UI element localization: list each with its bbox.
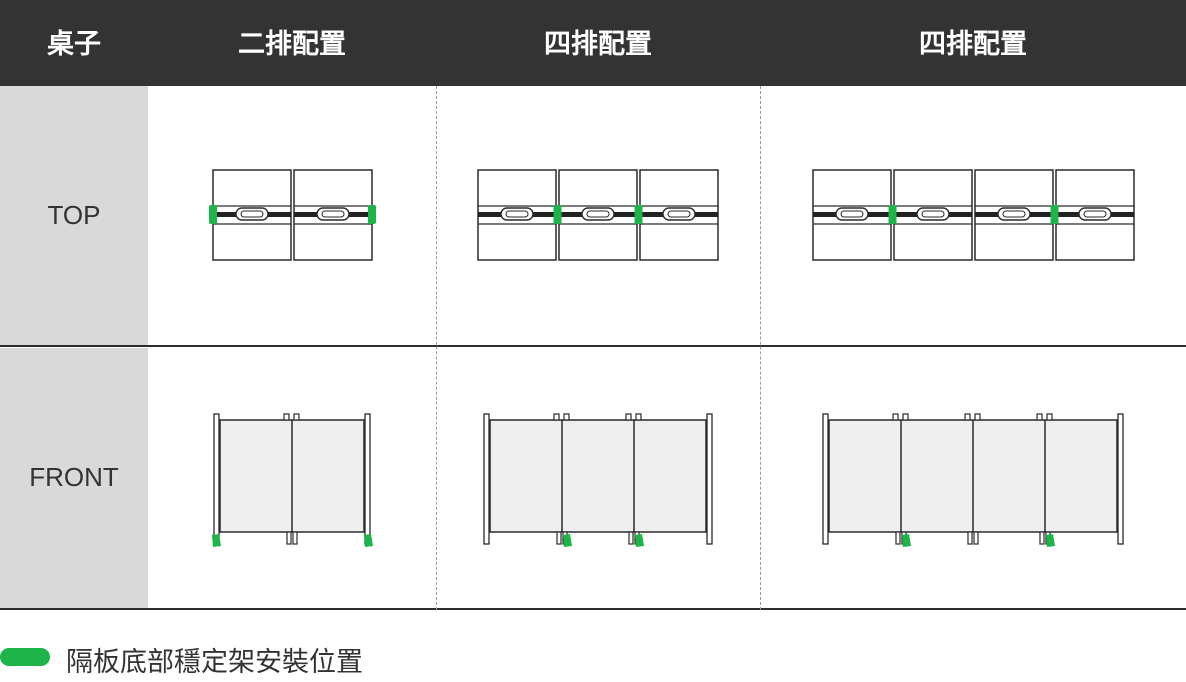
stabilizer-marker: [209, 205, 217, 224]
top-clip: [1036, 413, 1043, 421]
end-post: [213, 413, 220, 545]
top-clip: [902, 413, 909, 421]
header-config-1: 二排配置: [238, 29, 346, 60]
top-clip: [892, 413, 899, 421]
header-config-2: 四排配置: [544, 29, 652, 60]
partition-panel: [489, 419, 707, 533]
header-desk: 桌子: [47, 29, 101, 60]
top-clip: [563, 413, 570, 421]
front-view-diagram: [483, 413, 713, 547]
bottom-foot: [556, 531, 562, 545]
grommet-inner: [667, 210, 691, 218]
stabilizer-marker: [364, 534, 373, 547]
green-pill-icon: [0, 648, 50, 666]
stabilizer-marker: [902, 534, 911, 547]
bottom-foot: [973, 531, 979, 545]
grommet-inner: [321, 210, 345, 218]
stabilizer-marker: [1050, 205, 1059, 224]
bottom-foot: [895, 531, 901, 545]
bottom-foot: [1039, 531, 1045, 545]
bottom-foot: [292, 531, 298, 545]
side-cell-top: [0, 86, 148, 346]
grommet-inner: [240, 210, 264, 218]
row-label-top: TOP: [47, 200, 101, 230]
grommet-inner: [840, 210, 864, 218]
top-clip: [974, 413, 981, 421]
top-clip: [964, 413, 971, 421]
row-label-front: FRONT: [29, 462, 119, 492]
column-divider: [436, 86, 437, 610]
top-clip: [625, 413, 632, 421]
stabilizer-marker: [635, 534, 644, 547]
bottom-foot: [628, 531, 634, 545]
side-cell-front: [0, 348, 148, 610]
header-config-3: 四排配置: [919, 29, 1027, 60]
front-view-diagram: [822, 413, 1124, 547]
stabilizer-marker: [212, 534, 221, 547]
stabilizer-marker: [553, 205, 562, 224]
top-view-diagram: [477, 169, 719, 261]
column-divider: [760, 86, 761, 610]
end-post: [1117, 413, 1124, 545]
table-bottom-line: [0, 608, 1186, 610]
stabilizer-marker: [368, 205, 376, 224]
stabilizer-marker: [563, 534, 572, 547]
bottom-foot: [286, 531, 292, 545]
top-view-diagram: [209, 169, 376, 261]
top-clip: [293, 413, 300, 421]
stabilizer-marker: [888, 205, 897, 224]
end-post: [706, 413, 713, 545]
end-post: [364, 413, 371, 545]
end-post: [483, 413, 490, 545]
grommet-inner: [1002, 210, 1026, 218]
grommet-inner: [505, 210, 529, 218]
top-clip: [553, 413, 560, 421]
top-clip: [283, 413, 290, 421]
bottom-foot: [967, 531, 973, 545]
stabilizer-marker: [634, 205, 643, 224]
end-post: [822, 413, 829, 545]
legend-text: 隔板底部穩定架安裝位置: [66, 647, 363, 678]
front-view-diagram: [212, 413, 373, 547]
grommet-inner: [1083, 210, 1107, 218]
table-header: 桌子 二排配置 四排配置 四排配置: [0, 0, 1186, 86]
top-view-diagram: [812, 169, 1135, 261]
row-divider: [0, 345, 1186, 347]
top-clip: [1046, 413, 1053, 421]
top-clip: [635, 413, 642, 421]
grommet-inner: [586, 210, 610, 218]
grommet-inner: [921, 210, 945, 218]
stabilizer-marker: [1046, 534, 1055, 547]
